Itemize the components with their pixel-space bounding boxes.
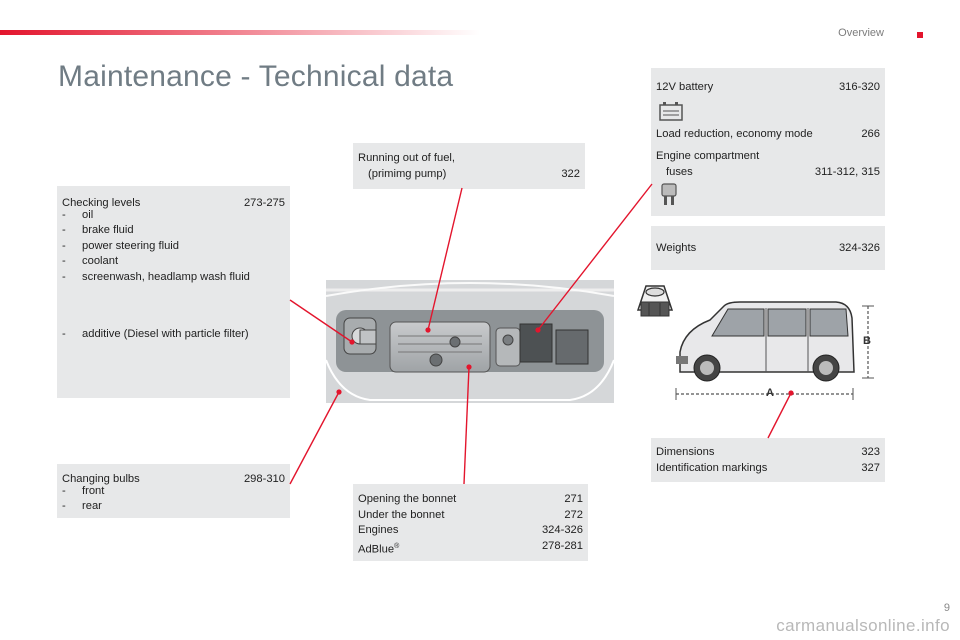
list-item: -oil: [62, 208, 94, 221]
callout-lines: [289, 183, 794, 485]
list-item: -rear: [62, 500, 102, 512]
watermark: carmanualsonline.info: [776, 616, 950, 635]
list-item: -coolant: [62, 255, 119, 267]
battery-pages[interactable]: 316-320: [838, 81, 880, 93]
engines-pages[interactable]: 324-326: [541, 524, 583, 536]
checking-levels-label: Checking levels: [62, 197, 141, 209]
page-title: Maintenance - Technical data: [58, 60, 454, 93]
fuel-label-line2: (primimg pump): [368, 167, 447, 180]
load-reduction-pages[interactable]: 266: [861, 127, 880, 140]
weights-pages[interactable]: 324-326: [838, 242, 880, 254]
list-item: -front: [62, 484, 105, 497]
under-bonnet-pages[interactable]: 272: [564, 508, 583, 521]
length-label: A: [766, 387, 774, 399]
bonnet-opening-pages[interactable]: 271: [564, 493, 583, 505]
changing-bulbs-pages[interactable]: 298-310: [243, 473, 285, 485]
battery-fuses-box: 12V battery 316-320 Load reduction, econo…: [651, 68, 885, 216]
list-item: -power steering fluid: [62, 239, 180, 252]
fuel-label-line1: Running out of fuel,: [358, 152, 456, 164]
fuel-cap-icon: [636, 285, 674, 317]
changing-bulbs-label: Changing bulbs: [62, 473, 140, 485]
page-number: 9: [943, 602, 950, 614]
load-reduction-label: Load reduction, economy mode: [656, 127, 813, 140]
weights-label: Weights: [656, 242, 697, 254]
weights-box: Weights 324-326: [651, 226, 885, 270]
list-item: -additive (Diesel with particle filter): [62, 328, 249, 340]
section-marker: [917, 32, 923, 38]
dimension-markings: B A: [675, 305, 874, 400]
fuses-label-line2: fuses: [666, 165, 693, 178]
checking-levels-box: Checking levels 273-275 -oil -brake fluid…: [57, 186, 290, 398]
dimensions-pages[interactable]: 323: [861, 446, 880, 458]
battery-icon: [659, 101, 683, 121]
fuel-pages[interactable]: 322: [561, 167, 580, 180]
list-item: -brake fluid: [62, 224, 134, 236]
fuses-label-line1: Engine compartment: [656, 150, 760, 162]
section-label: Overview: [838, 27, 884, 39]
van-illustration: [676, 301, 855, 382]
identification-pages[interactable]: 327: [861, 461, 880, 474]
fuses-pages[interactable]: 311-312, 315: [814, 165, 880, 178]
fuse-icon: [661, 183, 677, 205]
checking-levels-pages[interactable]: 273-275: [243, 197, 285, 209]
table-row: AdBlue®278-281: [358, 539, 583, 558]
top-accent-bar: [0, 30, 480, 35]
running-out-of-fuel-box: Running out of fuel, (primimg pump) 322: [353, 143, 585, 189]
height-label: B: [863, 335, 871, 347]
changing-bulbs-box: Changing bulbs 298-310 -front -rear: [57, 464, 290, 518]
adblue-pages[interactable]: 278-281: [541, 539, 583, 552]
list-item: -screenwash, headlamp wash fluid: [62, 270, 250, 283]
engine-bay-illustration: [325, 280, 615, 403]
battery-label: 12V battery: [656, 81, 714, 93]
